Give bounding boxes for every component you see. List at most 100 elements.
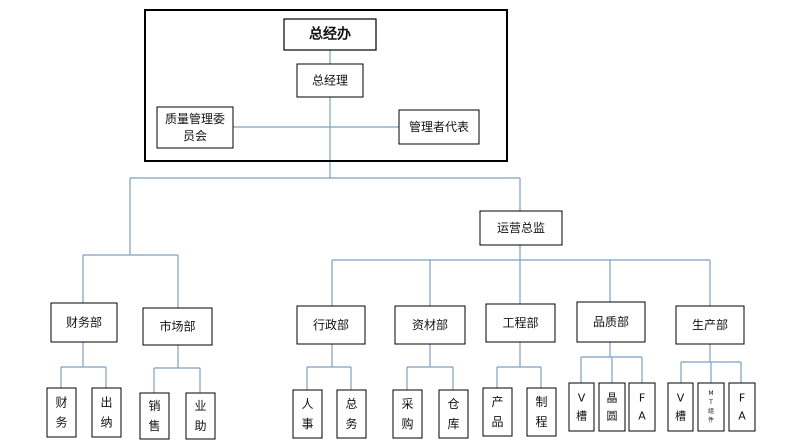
unit-quality-wafer-node-label: 圆 bbox=[607, 410, 618, 423]
unit-materials-warehouse-node-label: 仓 bbox=[447, 397, 459, 411]
unit-admin-general-node-box bbox=[336, 389, 367, 439]
dept-engineering-node: 工程部 bbox=[485, 303, 556, 343]
unit-admin-general-node-label: 总 bbox=[345, 397, 357, 411]
connector-lines bbox=[60, 50, 742, 393]
dept-materials-node-label: 资材部 bbox=[412, 317, 448, 332]
unit-materials-purchasing-node: 采购 bbox=[392, 389, 423, 439]
unit-engineering-product-node-box bbox=[482, 387, 513, 437]
unit-production-mt-node-box bbox=[697, 382, 725, 432]
unit-materials-purchasing-node-label: 购 bbox=[401, 416, 413, 431]
unit-engineering-process-node-box bbox=[526, 387, 557, 437]
unit-production-vgroove-node-label: V bbox=[677, 392, 685, 405]
unit-quality-vgroove-node-label: 槽 bbox=[576, 410, 587, 423]
dept-production-node-label: 生产部 bbox=[692, 317, 728, 332]
unit-quality-vgroove-node-label: V bbox=[578, 392, 586, 405]
executive-frame bbox=[144, 9, 508, 162]
unit-production-vgroove-node-box bbox=[667, 382, 694, 432]
dept-finance-node-box bbox=[50, 302, 118, 343]
unit-engineering-product-node: 产品 bbox=[482, 387, 513, 437]
unit-production-mt-node-label: 件 bbox=[708, 416, 714, 424]
unit-production-vgroove-node-label: 槽 bbox=[675, 410, 686, 423]
unit-admin-hr-node-label: 人 bbox=[301, 397, 313, 411]
unit-admin-hr-node: 人事 bbox=[292, 389, 323, 439]
dept-marketing-node: 市场部 bbox=[142, 307, 213, 346]
office-node-label: 总经办 bbox=[309, 26, 351, 43]
office-node: 总经办 bbox=[283, 18, 377, 51]
dept-finance-node-label: 财务部 bbox=[66, 315, 102, 330]
unit-production-fa-node-label: A bbox=[738, 410, 746, 423]
unit-production-mt-node-label: T bbox=[708, 399, 713, 406]
gm-node: 总经理 bbox=[296, 63, 364, 98]
unit-marketing-assistant-node: 业助 bbox=[185, 392, 216, 440]
unit-quality-fa-node-label: F bbox=[639, 392, 645, 405]
unit-engineering-process-node-label: 制 bbox=[535, 395, 547, 409]
quality-committee-node-box bbox=[156, 106, 234, 149]
unit-marketing-sales-node: 销售 bbox=[139, 392, 170, 440]
dept-quality-node-box bbox=[576, 301, 646, 343]
office-node-box bbox=[283, 18, 377, 51]
unit-quality-fa-node-box bbox=[628, 382, 656, 432]
dept-engineering-node-box bbox=[485, 303, 556, 343]
unit-admin-general-node-label: 务 bbox=[345, 416, 357, 431]
unit-production-mt-node-label: 组 bbox=[708, 407, 714, 415]
unit-engineering-product-node-label: 品 bbox=[491, 415, 503, 429]
unit-finance-cashier-node-box bbox=[91, 387, 122, 438]
unit-finance-cashier-node: 出纳 bbox=[91, 387, 122, 438]
management-rep-node-label: 管理者代表 bbox=[409, 119, 469, 134]
unit-marketing-sales-node-label: 销 bbox=[148, 399, 160, 413]
unit-finance-cashier-node-label: 纳 bbox=[100, 416, 112, 430]
gm-node-label: 总经理 bbox=[312, 74, 348, 88]
unit-finance-accounting-node-box bbox=[46, 387, 77, 438]
operations-director-node: 运营总监 bbox=[479, 210, 563, 246]
operations-director-node-label: 运营总监 bbox=[497, 221, 545, 235]
dept-marketing-node-box bbox=[142, 307, 213, 346]
unit-quality-fa-node: FA bbox=[628, 382, 656, 432]
unit-admin-hr-node-box bbox=[292, 389, 323, 439]
unit-materials-warehouse-node: 仓库 bbox=[438, 389, 469, 439]
unit-engineering-process-node: 制程 bbox=[526, 387, 557, 437]
unit-admin-general-node: 总务 bbox=[336, 389, 367, 439]
unit-materials-warehouse-node-box bbox=[438, 389, 469, 439]
unit-quality-wafer-node-label: 晶 bbox=[607, 392, 618, 405]
quality-committee-node-label: 员会 bbox=[183, 129, 207, 143]
dept-production-node: 生产部 bbox=[675, 305, 745, 345]
unit-finance-accounting-node-label: 务 bbox=[55, 415, 67, 430]
unit-admin-hr-node-label: 事 bbox=[301, 417, 313, 431]
quality-committee-node-label: 质量管理委 bbox=[165, 111, 225, 126]
unit-materials-warehouse-node-label: 库 bbox=[447, 416, 459, 431]
unit-engineering-process-node-label: 程 bbox=[535, 414, 547, 429]
unit-marketing-sales-node-label: 售 bbox=[148, 418, 160, 433]
management-rep-node: 管理者代表 bbox=[398, 109, 480, 145]
dept-quality-node-label: 品质部 bbox=[593, 314, 629, 329]
dept-admin-node: 行政部 bbox=[296, 305, 366, 345]
unit-finance-cashier-node-label: 出 bbox=[100, 396, 112, 410]
unit-materials-purchasing-node-box bbox=[392, 389, 423, 439]
unit-quality-vgroove-node-box bbox=[568, 382, 595, 432]
unit-finance-accounting-node: 财务 bbox=[46, 387, 77, 438]
unit-quality-fa-node-label: A bbox=[638, 410, 646, 423]
dept-admin-node-label: 行政部 bbox=[313, 317, 349, 332]
unit-materials-purchasing-node-label: 采 bbox=[401, 397, 413, 411]
unit-marketing-sales-node-box bbox=[139, 392, 170, 440]
dept-engineering-node-label: 工程部 bbox=[502, 315, 538, 330]
unit-quality-wafer-node: 晶圆 bbox=[598, 382, 626, 432]
unit-quality-wafer-node-box bbox=[598, 382, 626, 432]
unit-production-vgroove-node: V槽 bbox=[667, 382, 694, 432]
unit-finance-accounting-node-label: 财 bbox=[55, 396, 67, 410]
management-rep-node-box bbox=[398, 109, 480, 145]
operations-director-node-box bbox=[479, 210, 563, 246]
unit-engineering-product-node-label: 产 bbox=[491, 395, 503, 409]
gm-node-box bbox=[296, 63, 364, 98]
unit-quality-vgroove-node: V槽 bbox=[568, 382, 595, 432]
dept-materials-node-box bbox=[394, 305, 466, 345]
unit-marketing-assistant-node-box bbox=[185, 392, 216, 440]
unit-production-fa-node-box bbox=[728, 382, 756, 432]
unit-marketing-assistant-node-label: 业 bbox=[194, 399, 206, 413]
dept-production-node-box bbox=[675, 305, 745, 345]
dept-admin-node-box bbox=[296, 305, 366, 345]
dept-marketing-node-label: 市场部 bbox=[159, 319, 195, 334]
unit-production-fa-node-label: F bbox=[739, 392, 745, 405]
